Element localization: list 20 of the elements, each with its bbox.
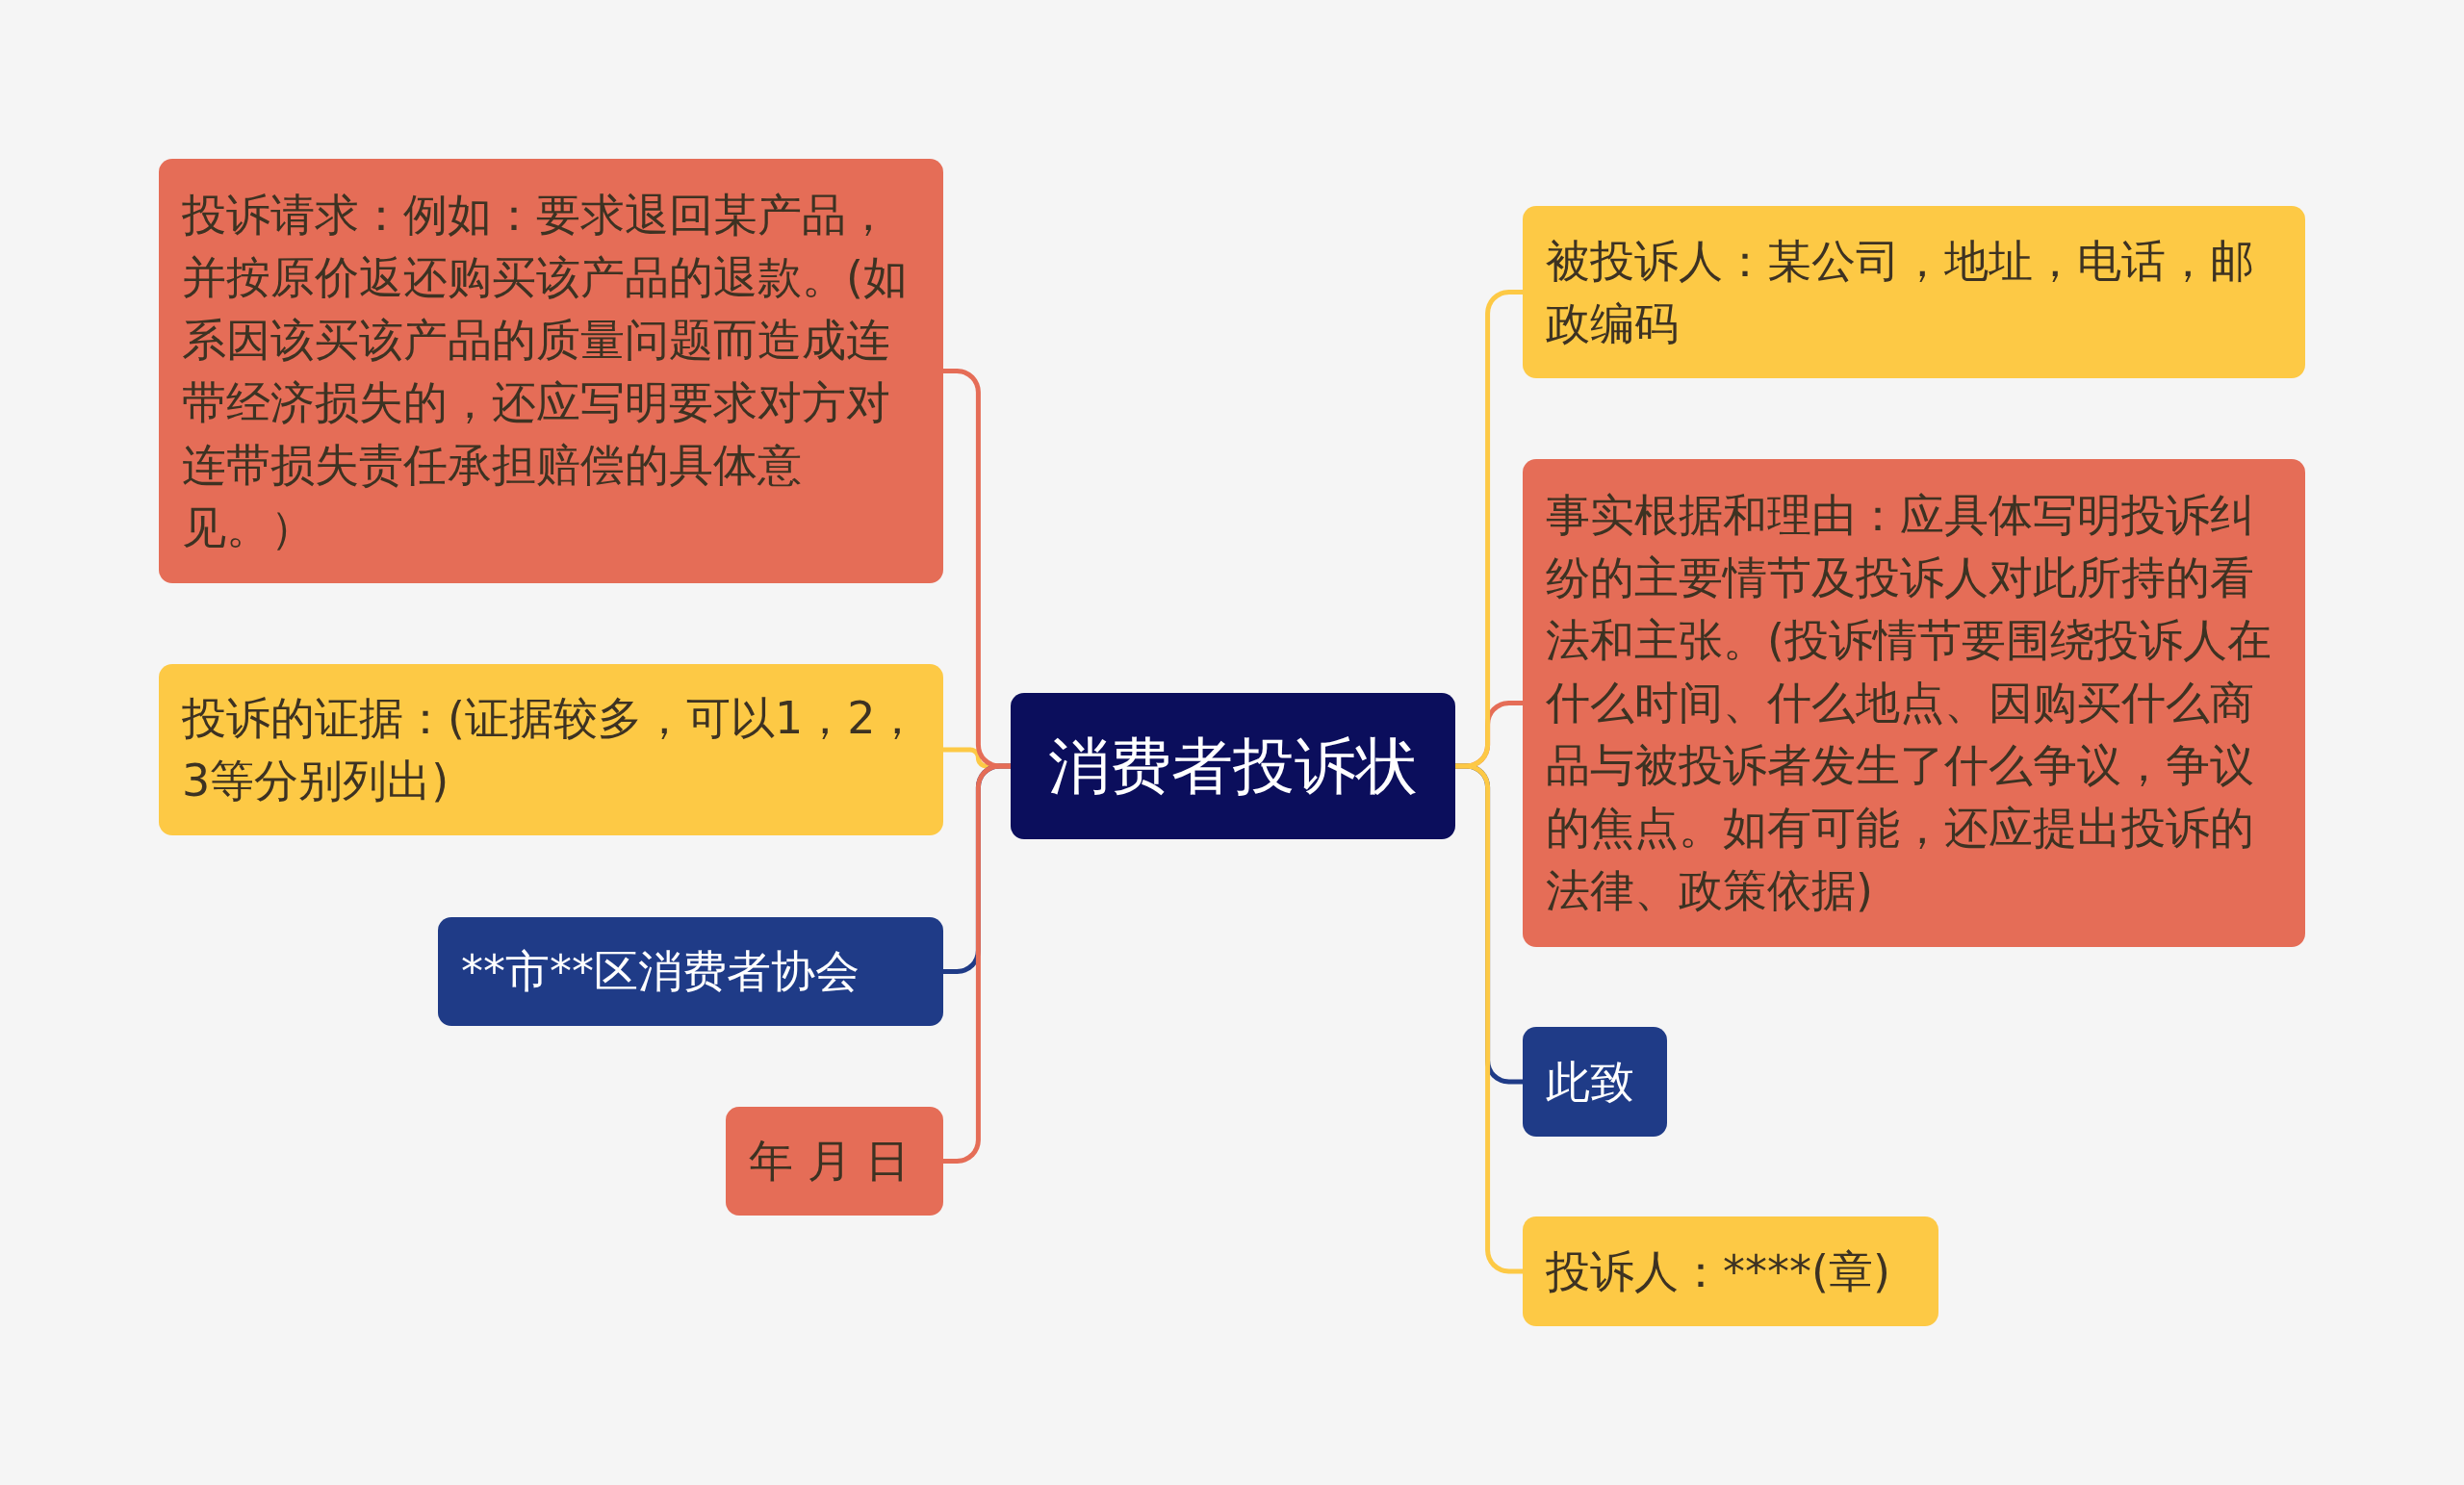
topic-box bbox=[1523, 459, 2305, 947]
topic-box bbox=[159, 159, 943, 583]
topic-box bbox=[438, 917, 943, 1026]
topic-text: 此致 bbox=[1546, 1054, 1634, 1110]
topic-box bbox=[1523, 1027, 1667, 1137]
central-topic-text: 消费者投诉状 bbox=[1048, 730, 1418, 803]
topic-text: 投诉的证据：(证据较多，可以1，2，3等分别列出) bbox=[182, 691, 920, 808]
topic-box bbox=[159, 664, 943, 835]
topic-text: 年 月 日 bbox=[749, 1134, 911, 1189]
topic-box bbox=[1523, 1216, 1938, 1326]
connector-line bbox=[1455, 763, 1523, 1274]
topic-text: 被投诉人：某公司，地址，电话，邮政编码 bbox=[1546, 233, 2255, 351]
connector-line bbox=[943, 763, 1011, 1164]
topic-text: 投诉请求：例如：要求退回某产品，并按原价返还购买该产品的退款。(如系因该买该产品的质量问题而造成连带经济损失的，还应写明要求对方对连带损失责任承担赔偿的具体意见。） bbox=[182, 187, 909, 555]
topic-box bbox=[1523, 206, 2305, 378]
central-topic-box bbox=[1011, 693, 1455, 839]
topic-text: 事实根据和理由：应具体写明投诉纠纷的主要情节及投诉人对此所持的看法和主张。(投诉情节要围绕投诉人在什么时间、什么地点、因购买什么商品与被投诉者发生了什么争议，争议的焦点。如有可能，还应提出投诉的法律、政策依据) bbox=[1546, 488, 2272, 918]
topic-box bbox=[726, 1107, 943, 1216]
topic-text: 投诉人：****(章) bbox=[1546, 1243, 1890, 1299]
topic-text: **市**区消费者协会 bbox=[461, 944, 860, 999]
